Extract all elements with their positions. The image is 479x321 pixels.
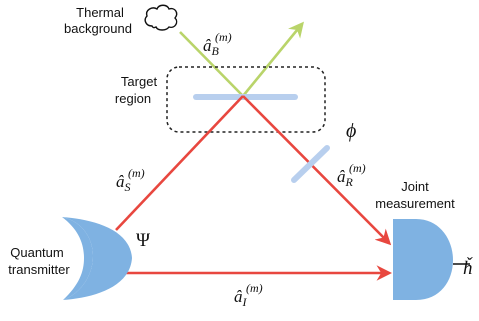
svg-text:(m): (m) [215,30,232,44]
quantum-label-line1: Quantum [10,245,63,260]
h-check-label: ȟ [463,257,473,279]
mode-label-background: âB (m) [203,30,232,58]
joint-label-line2: measurement [375,196,455,211]
signal-ray [115,95,244,231]
thermal-label-line1: Thermal [76,5,124,20]
thermal-label-line2: background [64,21,132,36]
transmitter-body [62,217,132,300]
thermal-ray-out [241,21,304,97]
quantum-label-line2: transmitter [8,262,70,277]
svg-text:(m): (m) [128,166,145,180]
svg-text:(m): (m) [349,161,366,175]
cloud-icon [144,4,178,31]
joint-label-line1: Joint [401,179,429,194]
svg-text:âS: âS [116,172,131,194]
crescent-mirror-icon [62,217,93,300]
mode-label-signal: âS (m) [116,166,145,194]
target-label-line2: region [115,91,151,106]
svg-text:âI: âI [234,287,248,309]
reflected-ray [242,95,392,246]
psi-label: Ψ [136,230,150,251]
mode-label-reflected: âR (m) [337,161,366,189]
svg-text:(m): (m) [246,281,263,295]
half-disc-detector-icon [393,219,453,300]
target-label-line1: Target [121,74,158,89]
phi-label: ϕ [346,120,356,142]
phase-shifter-plate [291,145,330,183]
thermal-ray-in [179,31,244,97]
svg-text:âB: âB [203,36,220,58]
mode-label-idler: âI (m) [234,281,263,309]
svg-text:âR: âR [337,167,354,189]
target-region-box [166,66,326,133]
